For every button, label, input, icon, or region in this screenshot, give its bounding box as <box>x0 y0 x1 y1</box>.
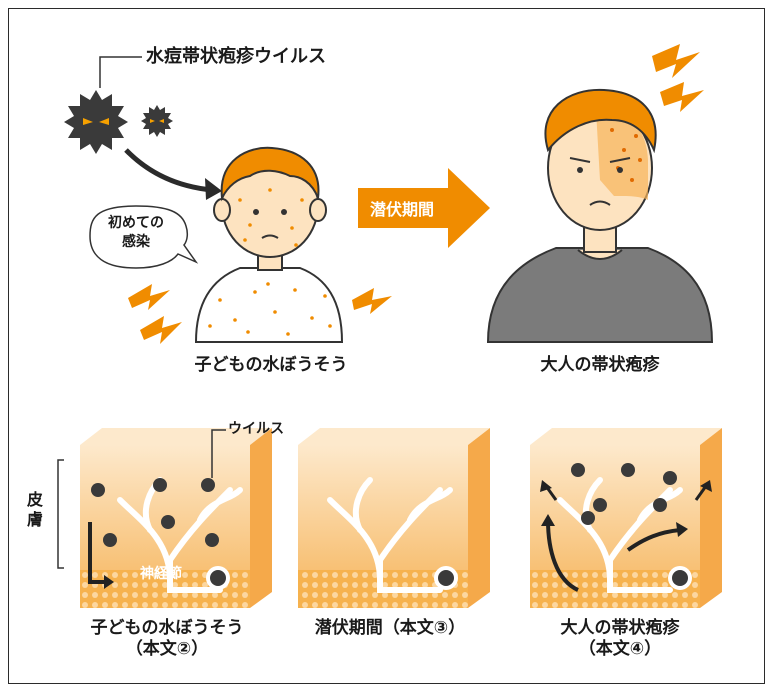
right-lightning-icon <box>352 288 392 314</box>
bottom-virus-label: ウイルス <box>228 421 284 437</box>
child-caption: 子どもの水ぼうそう <box>194 355 348 375</box>
panel-caption-latent: 潜伏期間（本文③） <box>300 618 480 639</box>
virus-label-leader-line <box>99 56 142 88</box>
adult-lightning-icon <box>652 44 704 112</box>
latency-arrow <box>358 168 490 248</box>
skin-block-child <box>80 428 272 608</box>
latency-arrow-label: 潜伏期間 <box>370 200 435 219</box>
skin-label: 皮 膚 <box>20 490 50 530</box>
skin-label-line-2: 膚 <box>26 510 43 529</box>
speech-bubble <box>89 205 199 269</box>
adult-caption: 大人の帯状疱疹 <box>540 355 660 375</box>
ganglion-label: 神経節 <box>140 566 182 582</box>
adult-figure <box>486 88 714 343</box>
small-virus-icon <box>141 105 173 137</box>
panel-caption-adult-line-2: （本文④） <box>578 639 662 660</box>
skin-block-latent <box>298 428 490 608</box>
skin-label-line-1: 皮 <box>26 490 43 509</box>
panel-caption-child-line-2: （本文②） <box>125 639 209 660</box>
speech-bubble-text: 初めての 感染 <box>96 214 176 252</box>
child-figure <box>194 146 344 343</box>
panel-caption-child: 子どもの水ぼうそう （本文②） <box>72 618 262 661</box>
virus-label: 水痘帯状疱疹ウイルス <box>146 46 326 67</box>
panel-caption-adult: 大人の帯状疱疹 （本文④） <box>540 618 700 661</box>
large-virus-icon <box>64 90 128 154</box>
skin-block-adult <box>530 428 722 608</box>
infection-arrow-head <box>205 178 222 200</box>
panel-caption-child-line-1: 子どもの水ぼうそう <box>90 618 244 638</box>
infection-arrow <box>124 148 213 193</box>
figure-frame <box>8 8 765 684</box>
skin-bracket <box>57 459 64 569</box>
panel-caption-adult-line-1: 大人の帯状疱疹 <box>560 618 680 638</box>
left-lightning-icon <box>128 284 182 344</box>
speech-bubble-line-2: 感染 <box>122 233 150 250</box>
speech-bubble-line-1: 初めての <box>108 215 164 231</box>
panel-caption-latent-line-1: 潜伏期間（本文③） <box>314 618 466 638</box>
